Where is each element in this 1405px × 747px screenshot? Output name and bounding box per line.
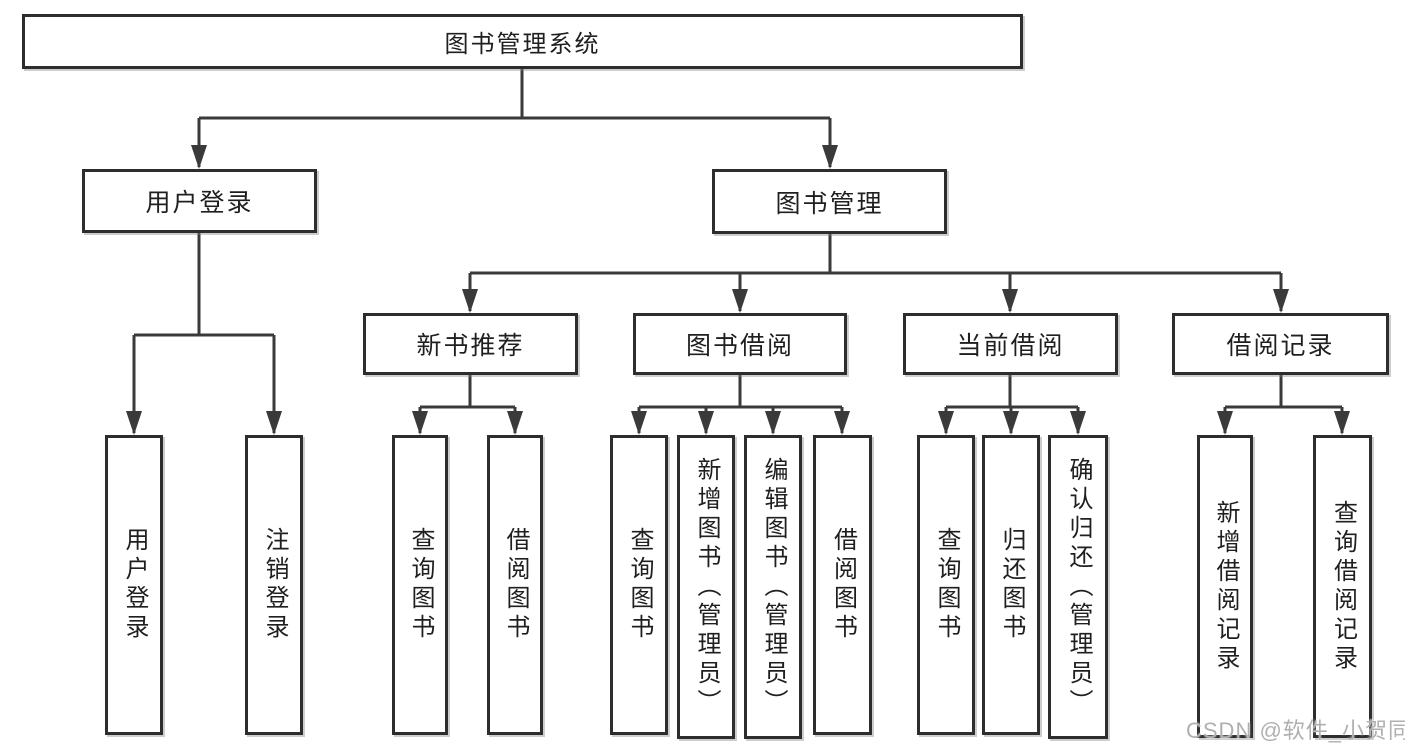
- leaf-edit-books-admin: 编辑图书（管理员）: [744, 435, 802, 739]
- leaf-user-login: 用户登录: [105, 435, 163, 735]
- arrow-down-icon: [1070, 411, 1086, 435]
- connector-root-to-level1: [191, 69, 838, 169]
- leaf-borrow-books: 借阅图书: [813, 435, 872, 735]
- node-user-login: 用户登录: [82, 169, 317, 233]
- arrow-down-icon: [698, 411, 714, 435]
- connector-book-borrow-to-leaves: [631, 375, 850, 435]
- arrow-down-icon: [1003, 411, 1019, 435]
- connector-new-book-to-leaves: [412, 375, 523, 435]
- arrow-down-icon: [1334, 411, 1350, 435]
- node-new-book-recommend: 新书推荐: [363, 313, 578, 375]
- arrow-down-icon: [507, 411, 523, 435]
- arrow-down-icon: [126, 411, 142, 435]
- leaf-query-books-borrow: 查询图书: [610, 435, 668, 735]
- node-library-management-system: 图书管理系统: [22, 14, 1023, 69]
- arrow-down-icon: [631, 411, 647, 435]
- leaf-query-books-current: 查询图书: [917, 435, 975, 735]
- leaf-confirm-return-admin: 确认归还（管理员）: [1048, 435, 1108, 739]
- arrow-down-icon: [765, 411, 781, 435]
- leaf-logout-login: 注销登录: [245, 435, 303, 735]
- arrow-down-icon: [834, 411, 850, 435]
- arrow-down-icon: [822, 145, 838, 169]
- leaf-add-books-admin: 新增图书（管理员）: [677, 435, 735, 739]
- arrow-down-icon: [938, 411, 954, 435]
- arrow-down-icon: [266, 411, 282, 435]
- arrow-down-icon: [412, 411, 428, 435]
- node-book-management: 图书管理: [712, 169, 947, 234]
- leaf-query-borrow-record: 查询借阅记录: [1313, 435, 1372, 738]
- node-current-borrow: 当前借阅: [903, 313, 1118, 375]
- leaf-add-borrow-record: 新增借阅记录: [1197, 435, 1253, 738]
- node-book-borrow: 图书借阅: [633, 313, 847, 375]
- connector-borrow-records-to-leaves: [1217, 375, 1350, 435]
- connector-current-borrow-to-leaves: [938, 375, 1086, 435]
- leaf-query-books-recommend: 查询图书: [392, 435, 448, 735]
- arrow-down-icon: [1002, 289, 1018, 313]
- node-borrow-records: 借阅记录: [1172, 313, 1389, 375]
- arrow-down-icon: [1273, 289, 1289, 313]
- leaf-borrow-books-recommend: 借阅图书: [487, 435, 543, 735]
- connector-book-management-to-level2: [462, 234, 1289, 313]
- arrow-down-icon: [462, 289, 478, 313]
- arrow-down-icon: [1217, 411, 1233, 435]
- arrow-down-icon: [732, 289, 748, 313]
- arrow-down-icon: [191, 145, 207, 169]
- connector-user-login-to-leaves: [126, 233, 282, 435]
- leaf-return-books: 归还图书: [982, 435, 1040, 735]
- csdn-watermark: CSDN @软件_小贺同学: [1186, 718, 1405, 743]
